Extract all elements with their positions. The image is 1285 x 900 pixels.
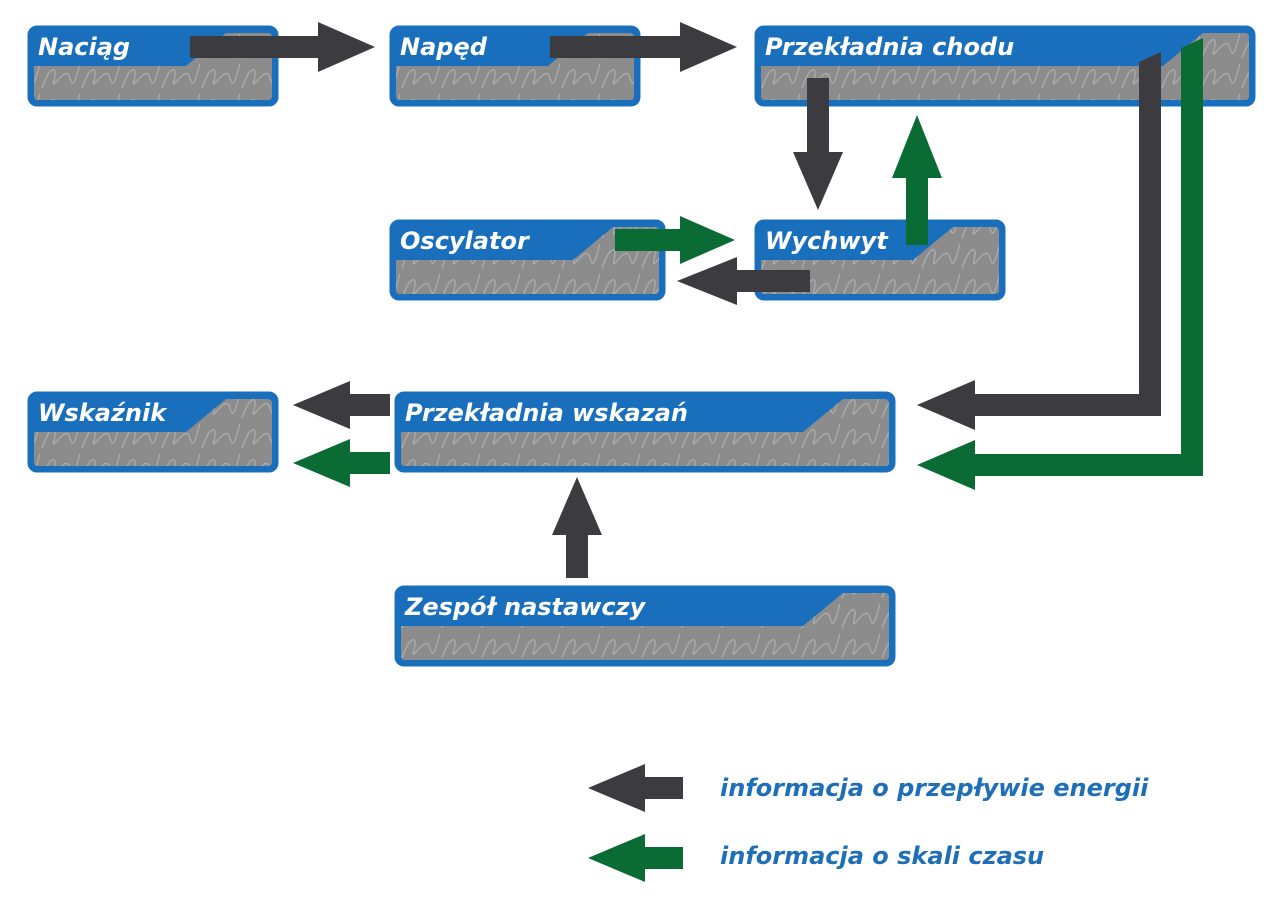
block-fill	[34, 399, 272, 466]
arrow-oscylator-to-wychwyt	[615, 216, 735, 264]
block-wychwyt: Wychwyt	[754, 219, 1006, 301]
block-przekladnia-wskazan: Przekładnia wskazań	[394, 391, 896, 473]
block-fill	[396, 227, 659, 294]
block-fill	[401, 399, 889, 466]
block-fill	[761, 33, 1249, 100]
block-fill	[761, 227, 999, 294]
block-label: Zespół nastawczy	[404, 593, 647, 621]
block-przekladnia-chodu: Przekładnia chodu	[754, 25, 1256, 107]
legend-time-arrow	[588, 834, 683, 882]
block-label: Oscylator	[400, 227, 531, 255]
block-fill	[401, 593, 889, 660]
arrow-naped-to-przekladnia-chodu	[550, 22, 737, 72]
arrow-przekladnia-wskazan-to-wskaznik-time	[293, 439, 390, 487]
block-zespol-nastawczy: Zespół nastawczy	[394, 585, 896, 667]
block-label: Wychwyt	[765, 227, 889, 255]
arrow-wychwyt-to-przekladnia-chodu	[892, 115, 942, 245]
legend: informacja o przepływie energii informac…	[588, 764, 1149, 882]
block-label: Napęd	[400, 33, 488, 61]
arrow-zespol-to-przekladnia-wskazan	[552, 477, 602, 578]
arrow-przekladnia-wskazan-to-wskaznik-energy	[293, 381, 390, 429]
block-label: Przekładnia chodu	[765, 33, 1014, 61]
arrow-przekladnia-chodu-to-wychwyt	[793, 78, 843, 210]
block-label: Naciąg	[38, 33, 130, 61]
arrow-wychwyt-to-oscylator	[677, 257, 810, 305]
block-label: Wskaźnik	[38, 399, 168, 427]
block-label: Przekładnia wskazań	[405, 399, 688, 427]
legend-time-label: informacja o skali czasu	[720, 842, 1044, 870]
arrow-naciag-to-naped	[190, 22, 375, 72]
block-oscylator: Oscylator	[389, 219, 666, 301]
legend-energy-arrow	[588, 764, 683, 812]
legend-energy-label: informacja o przepływie energii	[720, 774, 1149, 802]
block-wskaznik: Wskaźnik	[27, 391, 279, 473]
